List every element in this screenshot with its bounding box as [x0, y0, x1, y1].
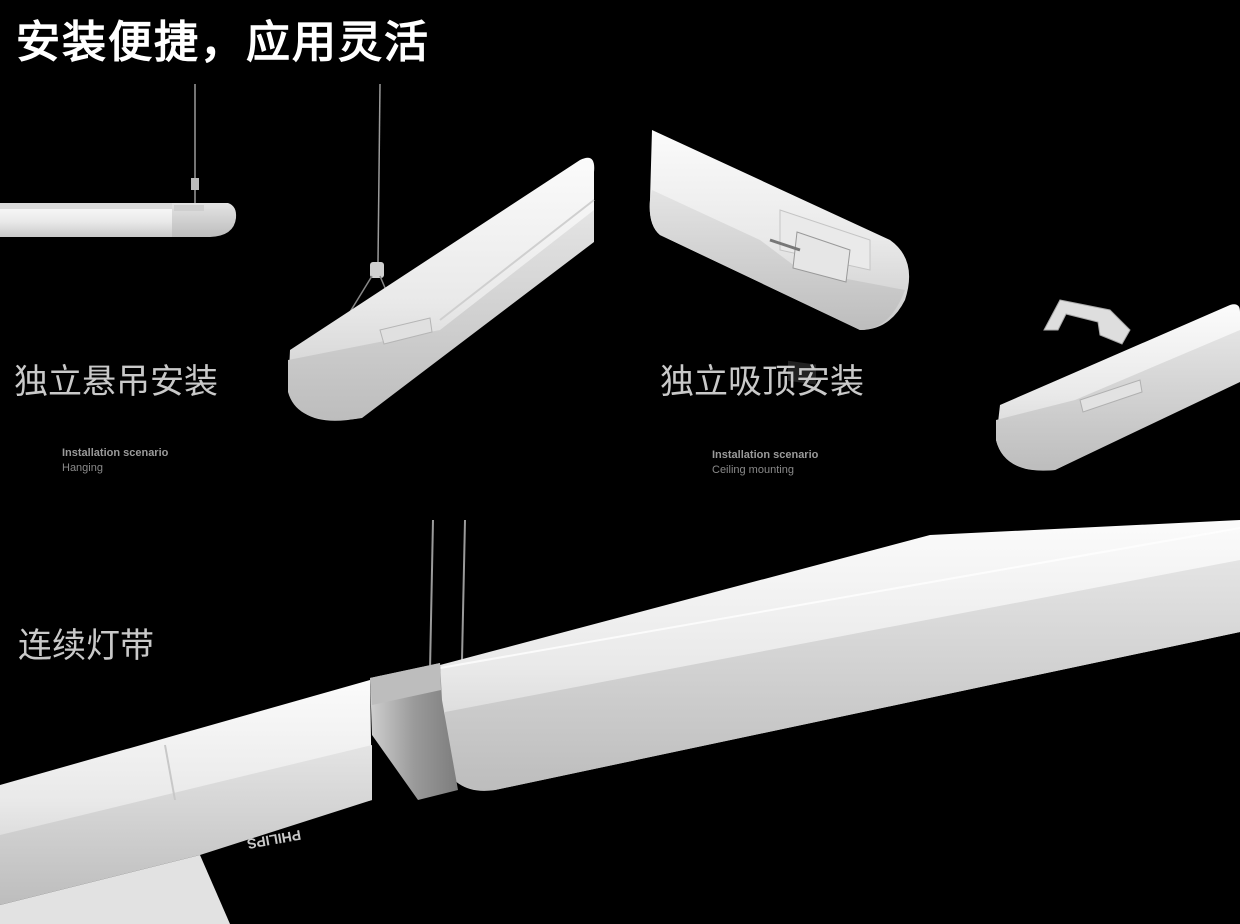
mounting-clip [1043, 299, 1131, 345]
section-label-ceiling: 独立吸顶安装 [660, 362, 864, 402]
section-label-hanging: 独立悬吊安装 [14, 362, 218, 402]
ceiling-fixture-closeup [996, 304, 1240, 471]
hanging-fixture-side [0, 84, 237, 237]
continuous-line-fixture [0, 519, 1240, 924]
section-label-continuous: 连续灯带 [18, 626, 154, 666]
caption-hanging-title: Installation scenario [62, 447, 169, 459]
hanging-fixture-closeup [288, 83, 595, 421]
caption-hanging-sub: Hanging [62, 462, 103, 474]
caption-ceiling-sub: Ceiling mounting [712, 464, 794, 476]
caption-hanging: Installation scenario Hanging [62, 446, 168, 476]
ceiling-fixture-endcap [649, 130, 910, 385]
caption-ceiling: Installation scenario Ceiling mounting [712, 448, 818, 478]
caption-ceiling-title: Installation scenario [712, 449, 819, 461]
page-title: 安装便捷，应用灵活 [16, 17, 430, 68]
